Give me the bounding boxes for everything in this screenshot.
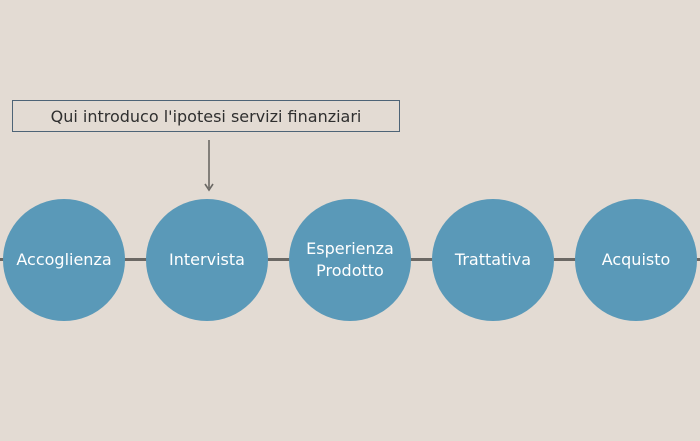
step-label: Acquisto <box>602 249 671 271</box>
step-accoglienza: Accoglienza <box>3 199 125 321</box>
step-label: Trattativa <box>455 249 531 271</box>
step-label: Accoglienza <box>16 249 111 271</box>
step-esperienza-prodotto: Esperienza Prodotto <box>289 199 411 321</box>
step-label-line1: Esperienza <box>306 238 394 258</box>
step-label-line2: Prodotto <box>316 261 384 280</box>
step-label-line1: Trattativa <box>454 249 532 269</box>
step-label-line1: Acquisto <box>601 249 671 269</box>
step-trattativa: Trattativa <box>432 199 554 321</box>
step-intervista: Intervista <box>146 199 268 321</box>
step-label: Intervista <box>169 249 245 271</box>
annotation-arrow <box>204 140 214 192</box>
step-acquisto: Acquisto <box>575 199 697 321</box>
step-label-line1: Accoglienza <box>16 249 112 269</box>
step-label-line1: Intervista <box>169 249 245 269</box>
annotation-text: Qui introduco l'ipotesi servizi finanzia… <box>50 106 362 126</box>
annotation-box: Qui introduco l'ipotesi servizi finanzia… <box>12 100 400 132</box>
step-label: Esperienza Prodotto <box>306 238 394 283</box>
